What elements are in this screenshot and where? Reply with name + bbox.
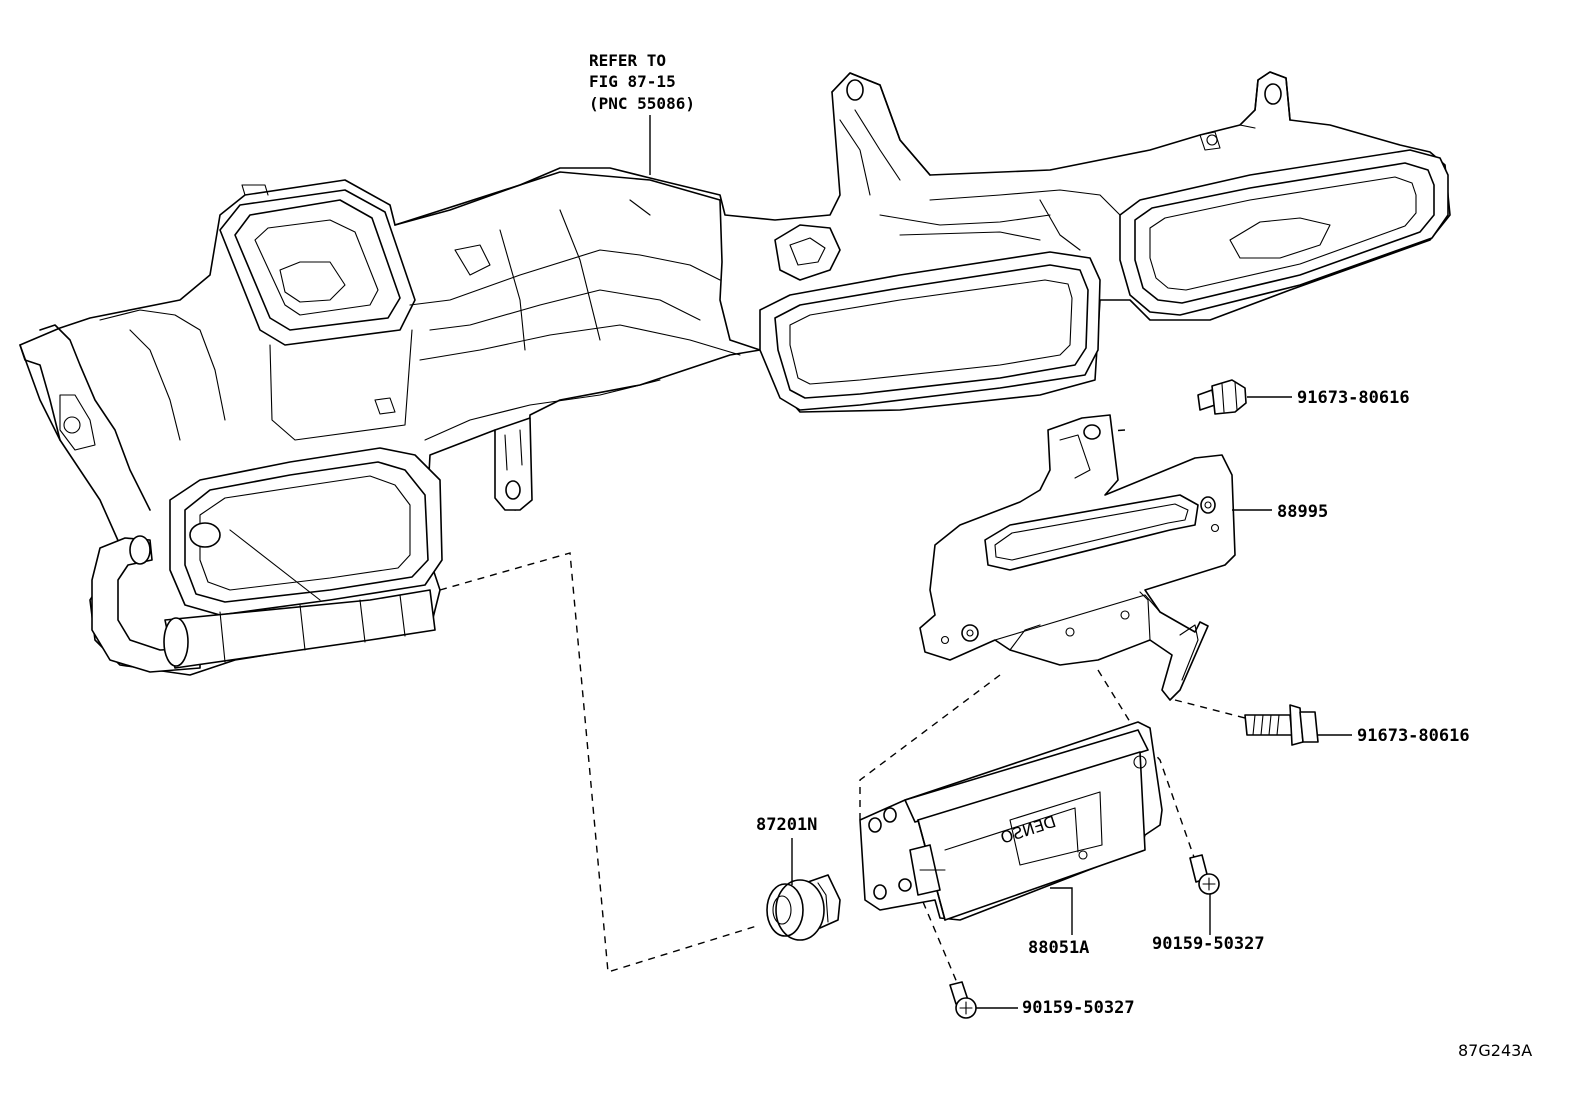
- callout-cushion: 87201N: [756, 815, 817, 835]
- bracket-88995: [919, 414, 1236, 701]
- reference-line-2: FIG 87-15: [589, 72, 676, 91]
- leader-lines: [649, 115, 1352, 1009]
- callout-bracket: 88995: [1277, 502, 1328, 522]
- screw-right: [1189, 854, 1220, 895]
- screw-bottom: [949, 981, 977, 1019]
- air-duct-assembly: [19, 71, 1451, 676]
- reference-line-1: REFER TO: [589, 51, 666, 70]
- figure-code: 87G243A: [1458, 1041, 1532, 1060]
- callout-computer: 88051A: [1028, 938, 1089, 958]
- cushion-87201n: [766, 874, 841, 941]
- callout-screw-right: 90159-50327: [1152, 934, 1265, 954]
- reference-line-3: (PNC 55086): [589, 94, 695, 113]
- callout-bolt-upper: 91673-80616: [1297, 388, 1410, 408]
- reference-note: REFER TO FIG 87-15 (PNC 55086): [589, 51, 695, 113]
- bolt-side: [1244, 704, 1319, 746]
- bolt-upper: [1197, 379, 1247, 415]
- callout-screw-bottom: 90159-50327: [1022, 998, 1135, 1018]
- callout-bolt-side: 91673-80616: [1357, 726, 1470, 746]
- computer-88051a: DENSO: [859, 721, 1163, 921]
